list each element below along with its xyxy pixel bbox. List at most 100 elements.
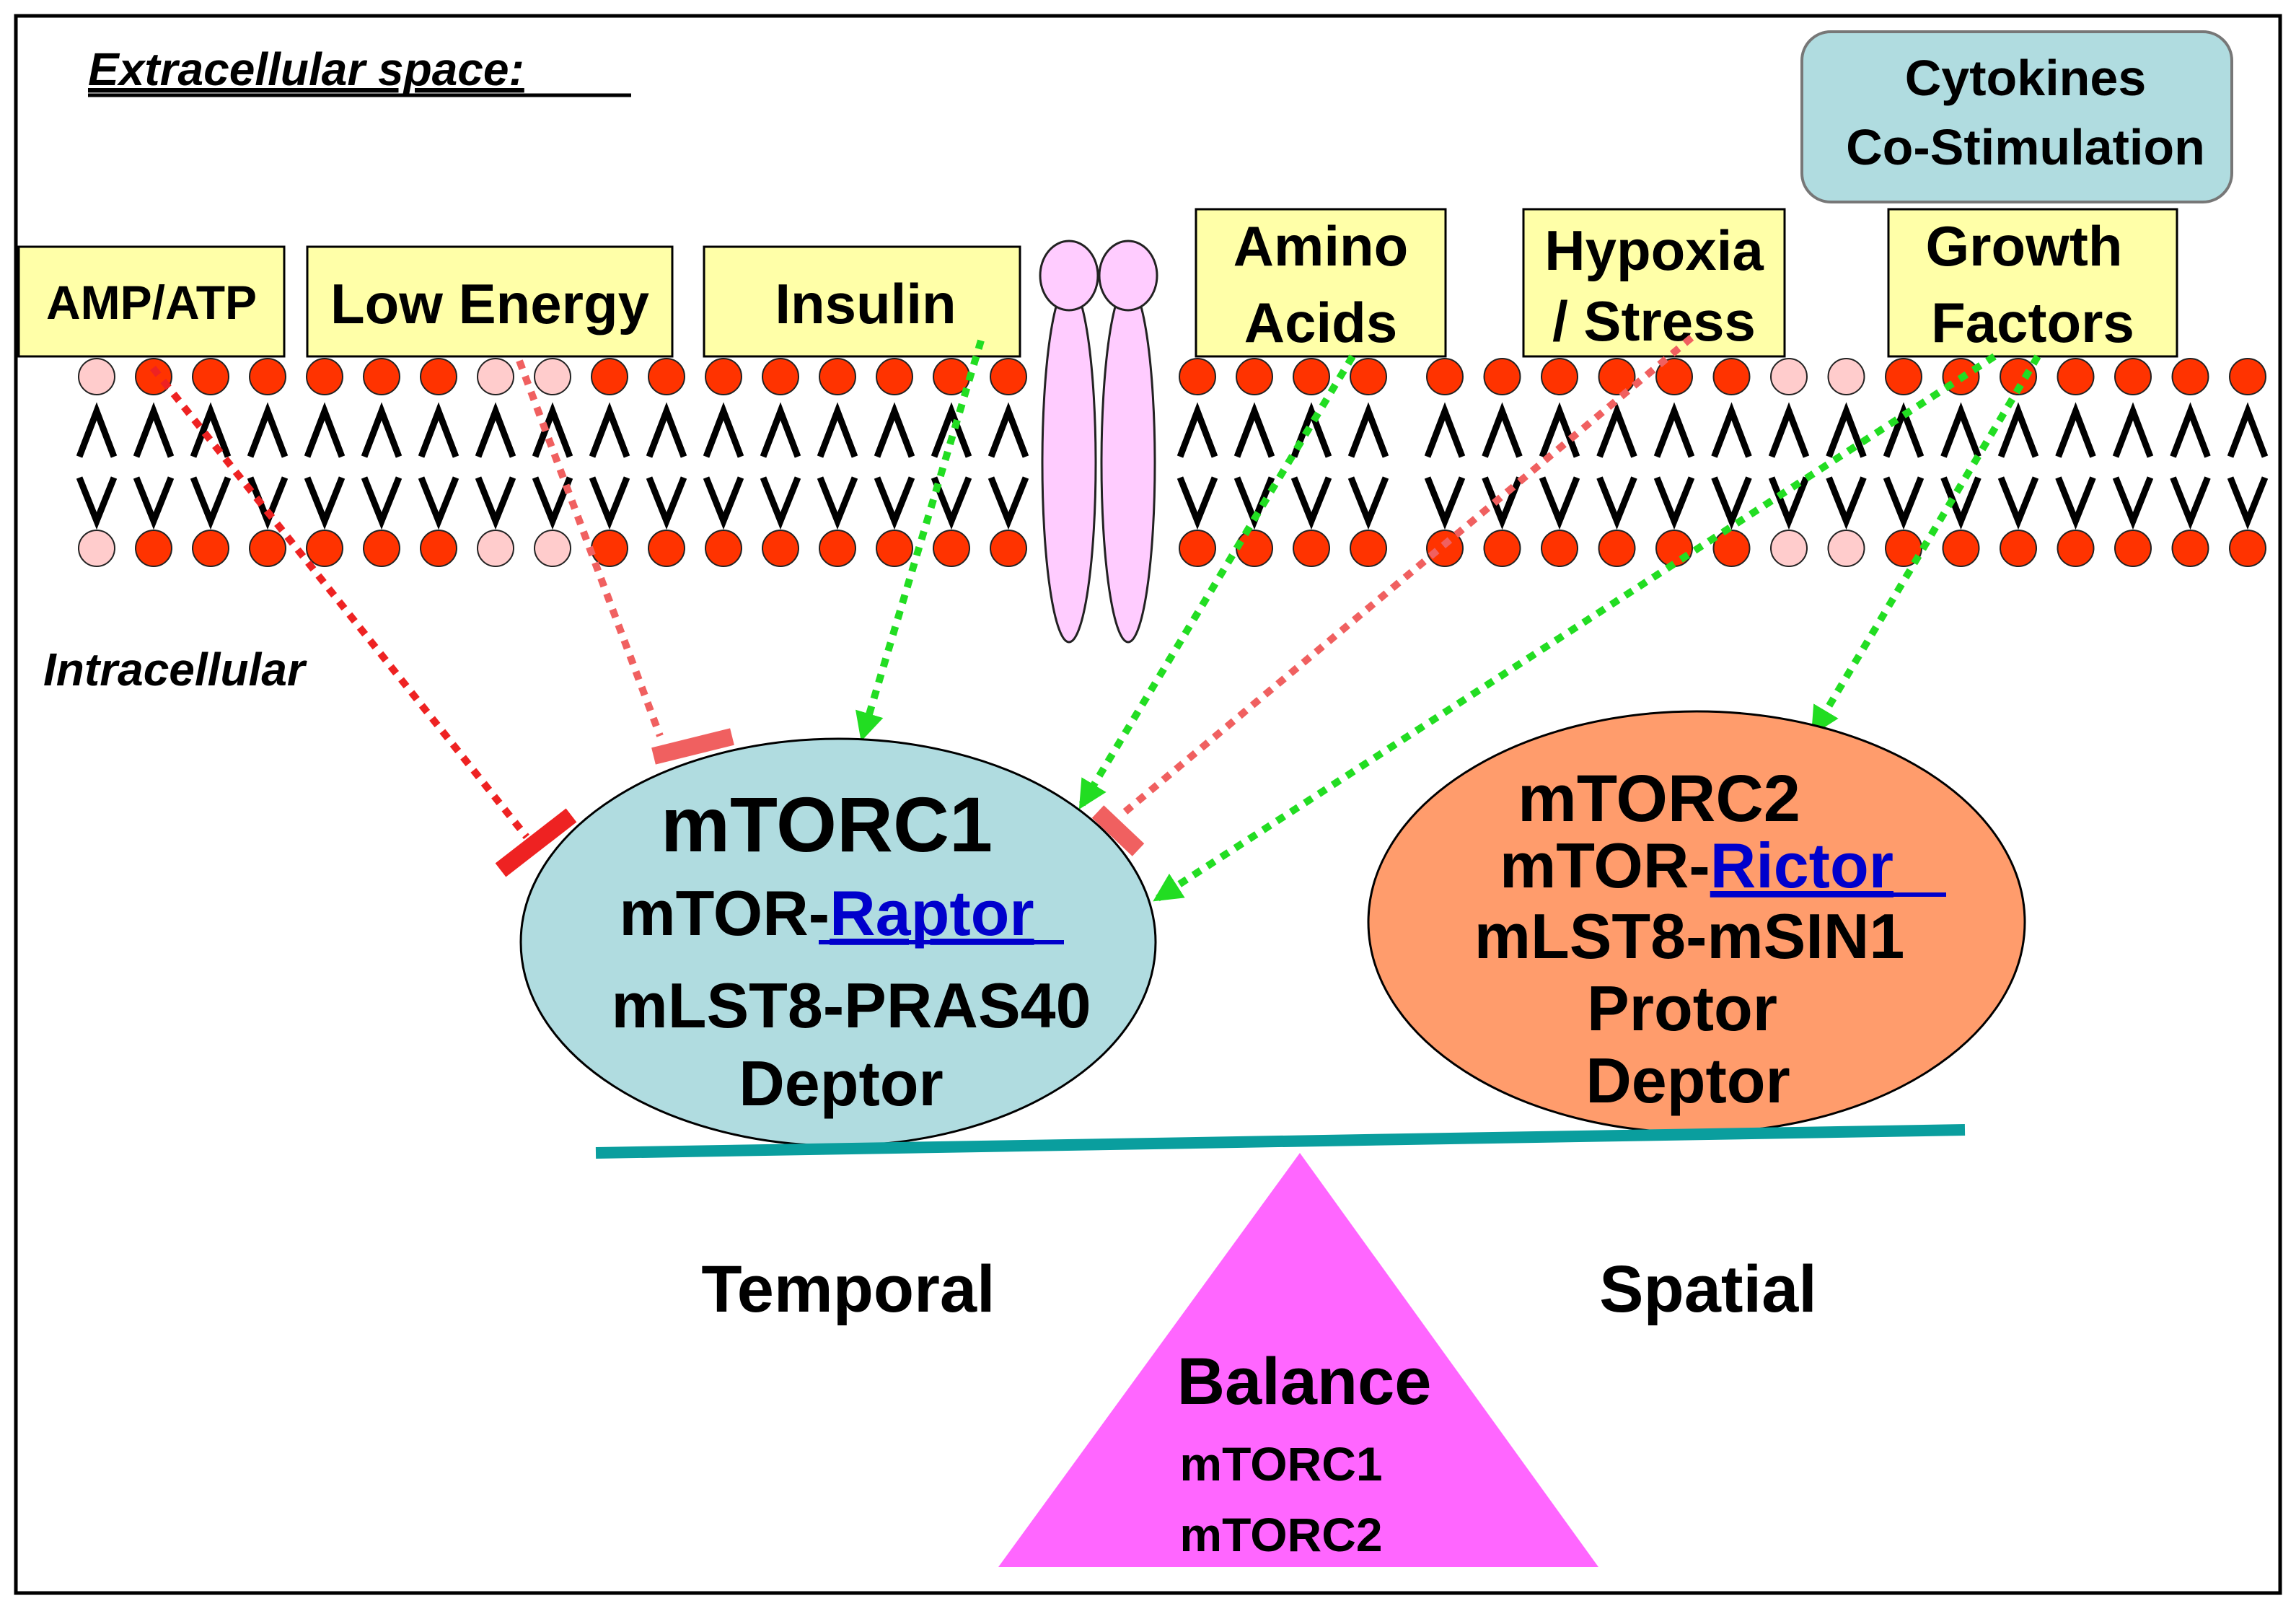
spatial-label: Spatial: [1599, 1252, 1817, 1326]
cytokines-box: Cytokines Co-Stimulation: [1800, 30, 2233, 203]
lipid-head-upper: [1541, 358, 1578, 395]
lipid-tail-lower: [760, 476, 801, 530]
lipid-head-lower: [249, 530, 286, 567]
lipid-tail-lower: [1290, 476, 1332, 530]
lipid-head-lower: [1598, 530, 1636, 567]
inhibit-line-hypoxia: [1122, 335, 1694, 815]
lipid-tail-upper: [475, 402, 516, 458]
lipid-tail-lower: [1997, 476, 2039, 530]
lipid-head-upper: [705, 358, 742, 395]
lipid-tail-upper: [76, 402, 118, 458]
lipid-head-upper: [2171, 358, 2209, 395]
lipid-tail-lower: [133, 476, 175, 530]
lipid-tail-upper: [988, 402, 1029, 458]
lipid-tail-lower: [1347, 476, 1389, 530]
lipid-head-lower: [876, 530, 913, 567]
lipid-head-upper: [1770, 358, 1808, 395]
lipid-head-upper: [990, 358, 1027, 395]
lipid-head-lower: [1350, 530, 1387, 567]
lipid-head-lower: [78, 530, 115, 567]
activate-line-growth-to-mtorc1: [1153, 353, 1997, 902]
lipid-head-upper: [2057, 358, 2095, 395]
inhibit-bar-hypoxia: [1091, 805, 1145, 856]
lipid-tail-lower: [1424, 476, 1466, 530]
lipid-head-upper: [819, 358, 856, 395]
lipid-tail-lower: [589, 476, 630, 530]
lipid-tail-lower: [1539, 476, 1580, 530]
lipid-head-lower: [990, 530, 1027, 567]
lipid-tail-upper: [1176, 402, 1218, 458]
lipid-tail-upper: [1653, 402, 1695, 458]
lipid-head-upper: [192, 358, 229, 395]
mtorc2-mlst8-msin1: mLST8-mSIN1: [1474, 900, 1905, 972]
signal-box-low-energy: Low Energy: [306, 245, 674, 358]
mtorc1-mlst8-pras40: mLST8-PRAS40: [611, 970, 1091, 1041]
lipid-tail-upper: [418, 402, 459, 458]
lipid-head-upper: [1179, 358, 1216, 395]
signal-box-growth-factors: Growth Factors: [1887, 208, 2178, 358]
mtorc2-mtor-rictor: mTOR-Rictor: [1500, 830, 1893, 901]
lipid-tail-upper: [361, 402, 403, 458]
lipid-head-upper: [1293, 358, 1330, 395]
lipid-tail-upper: [646, 402, 687, 458]
inhibit-line-amp-atp: [150, 365, 529, 840]
balance-fulcrum: Balance mTORC1 mTORC2: [998, 1153, 1598, 1567]
lipid-head-upper: [477, 358, 514, 395]
mtorc1-deptor: Deptor: [739, 1048, 944, 1119]
lipid-tail-lower: [874, 476, 915, 530]
lipid-tail-upper: [1940, 402, 1981, 458]
signal-label-amp-atp: AMP/ATP: [46, 276, 257, 329]
lipid-head-lower: [1655, 530, 1693, 567]
lipid-head-lower: [1483, 530, 1521, 567]
lipid-head-upper: [591, 358, 628, 395]
lipid-head-upper: [1827, 358, 1865, 395]
lipid-head-lower: [1541, 530, 1578, 567]
lipid-tail-lower: [1653, 476, 1695, 530]
lipid-tail-lower: [703, 476, 744, 530]
lipid-head-upper: [1426, 358, 1464, 395]
lipid-tail-upper: [304, 402, 346, 458]
lipid-head-upper: [2229, 358, 2266, 395]
lipid-head-upper: [78, 358, 115, 395]
lipid-head-upper: [1885, 358, 1922, 395]
mtorc2-mtor-prefix: mTOR-: [1500, 830, 1710, 901]
temporal-label: Temporal: [701, 1252, 995, 1326]
lipid-head-upper: [363, 358, 400, 395]
mtorc1-mtor-prefix: mTOR-: [619, 877, 830, 949]
lipid-tail-upper: [1347, 402, 1389, 458]
signaling-lines: [150, 335, 2041, 902]
lipid-tail-lower: [532, 476, 573, 530]
lipid-head-upper: [1712, 358, 1751, 395]
rictor-link[interactable]: Rictor: [1710, 830, 1893, 901]
cytokines-label: Cytokines: [1905, 50, 2147, 106]
lipid-tail-lower: [475, 476, 516, 530]
lipid-head-lower: [2229, 530, 2266, 567]
lipid-tail-upper: [1424, 402, 1466, 458]
lipid-tail-upper: [247, 402, 289, 458]
signal-label-growth: Growth: [1926, 214, 2123, 278]
lipid-tail-lower: [646, 476, 687, 530]
lipid-head-upper: [249, 358, 286, 395]
balance-beam: [595, 1124, 1966, 1159]
lipid-head-lower: [591, 530, 628, 567]
balance-title: Balance: [1177, 1345, 1432, 1418]
inhibit-bar-low-energy: [651, 728, 734, 765]
lipid-head-lower: [420, 530, 457, 567]
lipid-head-upper: [1655, 358, 1693, 395]
lipid-head-lower: [1712, 530, 1751, 567]
lipid-head-lower: [477, 530, 514, 567]
lipid-head-upper: [1598, 358, 1636, 395]
lipid-tail-upper: [1826, 402, 1867, 458]
inhibition-bars: [495, 728, 1145, 877]
lipid-head-upper: [420, 358, 457, 395]
lipid-head-lower: [192, 530, 229, 567]
lipid-head-lower: [933, 530, 970, 567]
mtorc2-protor: Protor: [1587, 973, 1777, 1044]
signal-box-insulin: Insulin: [703, 245, 1021, 358]
lipid-tail-upper: [1768, 402, 1810, 458]
lipid-tail-upper: [1596, 402, 1637, 458]
lipid-tail-upper: [532, 402, 573, 458]
lipid-tail-lower: [1233, 476, 1275, 530]
raptor-link[interactable]: Raptor: [830, 877, 1034, 949]
lipid-tail-lower: [247, 476, 289, 530]
